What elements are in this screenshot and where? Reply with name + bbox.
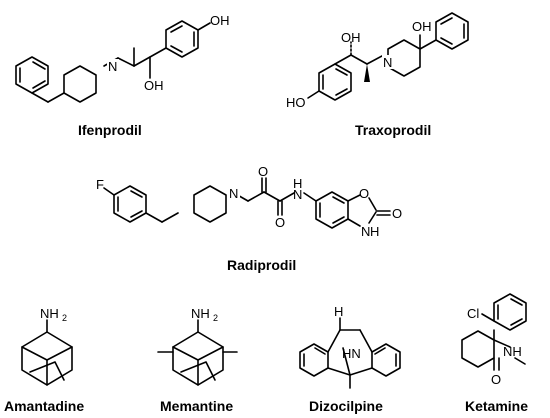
radiprodil-o-atom-3: O bbox=[359, 186, 369, 201]
ifenprodil-structure: N OH OH Ifenprodil bbox=[15, 13, 230, 138]
ketamine-o-atom: O bbox=[491, 372, 501, 387]
radiprodil-piperidine-ring bbox=[193, 185, 227, 223]
radiprodil-o-atom-2: O bbox=[275, 215, 285, 230]
radiprodil-label: Radiprodil bbox=[227, 257, 296, 273]
traxoprodil-phenol-ring bbox=[318, 63, 352, 101]
amantadine-nh-atom: NH bbox=[40, 306, 59, 321]
ifenprodil-n-atom: N bbox=[108, 59, 117, 74]
traxoprodil-oh-atom: OH bbox=[341, 30, 361, 45]
traxoprodil-ho-atom: HO bbox=[286, 95, 306, 110]
amantadine-label: Amantadine bbox=[4, 398, 84, 414]
radiprodil-o-atom-1: O bbox=[258, 164, 268, 179]
radiprodil-o-atom-4: O bbox=[392, 206, 402, 221]
ketamine-cl-atom: Cl bbox=[467, 306, 479, 321]
ketamine-structure: Cl NH O Ketamine bbox=[461, 293, 528, 414]
radiprodil-f-atom: F bbox=[96, 177, 104, 192]
dizocilpine-structure: H HN Dizocilpine bbox=[299, 304, 401, 414]
ketamine-cyclohexanone-ring bbox=[461, 330, 495, 368]
radiprodil-nh-atom-2: N bbox=[361, 224, 370, 239]
traxoprodil-structure: N OH OH HO Traxoprodil bbox=[286, 12, 469, 138]
radiprodil-nh-atom: N bbox=[293, 187, 302, 202]
dizocilpine-h-atom: H bbox=[334, 304, 343, 319]
ifenprodil-label: Ifenprodil bbox=[78, 122, 142, 138]
traxoprodil-phenyl-ring bbox=[435, 12, 469, 50]
traxoprodil-oh-atom-2: OH bbox=[412, 19, 432, 34]
memantine-structure: NH 2 Memantine bbox=[157, 306, 238, 414]
ifenprodil-oh-atom: OH bbox=[210, 13, 230, 28]
dizocilpine-hn-atom: HN bbox=[342, 346, 361, 361]
memantine-nh-atom: NH bbox=[191, 306, 210, 321]
radiprodil-fluorophenyl-ring bbox=[113, 185, 147, 223]
ketamine-label: Ketamine bbox=[465, 398, 528, 414]
radiprodil-h-atom-2: H bbox=[370, 224, 379, 239]
dizocilpine-label: Dizocilpine bbox=[309, 398, 383, 414]
ketamine-nh-atom: NH bbox=[503, 344, 522, 359]
traxoprodil-label: Traxoprodil bbox=[355, 122, 431, 138]
radiprodil-structure: N O O H N O O N H F Radiprodil bbox=[96, 164, 402, 273]
ifenprodil-piperidine-ring bbox=[63, 65, 97, 103]
traxoprodil-n-atom: N bbox=[383, 55, 392, 70]
radiprodil-h-atom: H bbox=[293, 176, 302, 191]
radiprodil-n-atom: N bbox=[229, 186, 238, 201]
ifenprodil-oh-atom-2: OH bbox=[144, 78, 164, 93]
amantadine-structure: NH 2 Amantadine bbox=[4, 306, 84, 414]
memantine-label: Memantine bbox=[160, 398, 233, 414]
amantadine-subscript: 2 bbox=[62, 313, 67, 323]
memantine-subscript: 2 bbox=[213, 313, 218, 323]
